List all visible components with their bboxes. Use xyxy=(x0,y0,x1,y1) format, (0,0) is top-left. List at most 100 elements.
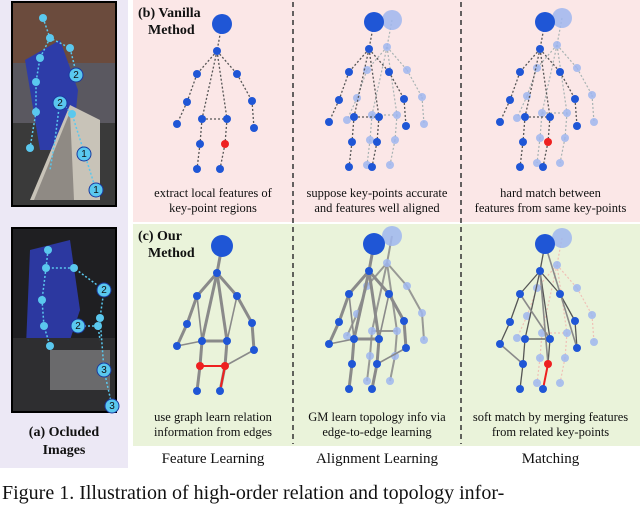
skeleton-edge xyxy=(421,312,425,341)
joint xyxy=(196,140,204,148)
caption-line: GM learn topology info via xyxy=(308,410,446,424)
joint xyxy=(365,267,373,275)
joint xyxy=(368,163,376,171)
skeleton-edge xyxy=(574,98,578,127)
skeleton-edge xyxy=(524,270,541,340)
relation-edge xyxy=(176,340,203,347)
skeleton-edge xyxy=(559,357,566,384)
skeleton-edge xyxy=(371,262,388,332)
skeleton-edge xyxy=(376,116,380,143)
skeleton-edge xyxy=(386,46,398,116)
joint xyxy=(183,320,191,328)
vanilla-label: (b) Vanilla Method xyxy=(138,5,201,39)
joint xyxy=(343,116,351,124)
joint xyxy=(198,115,206,123)
head-joint xyxy=(552,228,572,248)
skeleton-edge xyxy=(370,363,379,390)
skeleton-edge xyxy=(251,100,255,129)
skeleton-edge xyxy=(216,50,228,120)
relation-edge xyxy=(226,295,238,342)
caption-line: use graph learn relation xyxy=(154,410,272,424)
skeleton-edge xyxy=(386,46,408,71)
figure-caption: Figure 1. Illustration of high-order rel… xyxy=(2,482,505,504)
joint xyxy=(363,66,371,74)
skeleton-edge xyxy=(522,116,526,143)
joint xyxy=(368,327,376,335)
skeleton-edge xyxy=(367,270,391,295)
joint xyxy=(248,319,256,327)
joint xyxy=(193,387,201,395)
joint xyxy=(556,379,564,387)
caption-line: extract local features of xyxy=(154,186,272,200)
joint xyxy=(183,98,191,106)
joint xyxy=(345,385,353,393)
skeleton-edge xyxy=(536,137,541,164)
skeleton-edge xyxy=(386,262,408,287)
left-markers-bottom xyxy=(70,282,120,414)
vanilla-matching-skeleton xyxy=(496,8,598,171)
skeleton-edge xyxy=(176,101,188,125)
head-joint xyxy=(211,235,233,257)
vanilla-feature-skeleton xyxy=(173,14,258,173)
skeleton-edge xyxy=(591,314,595,343)
skeleton-edge xyxy=(195,272,219,297)
caption-line: features from same key-points xyxy=(474,201,627,215)
joint xyxy=(391,136,399,144)
joint xyxy=(516,163,524,171)
ours-label-line1: (c) Our xyxy=(138,229,182,244)
joint xyxy=(590,118,598,126)
joint xyxy=(325,118,333,126)
marker-top-4: 1 xyxy=(93,185,99,196)
marker-top-3: 1 xyxy=(81,149,87,160)
highlight-edge xyxy=(542,363,549,390)
skeleton-edge xyxy=(556,44,578,69)
skeleton-edge xyxy=(516,315,528,339)
ours-label-line2: Method xyxy=(148,246,195,261)
joint xyxy=(173,120,181,128)
joint xyxy=(573,344,581,352)
joint xyxy=(393,111,401,119)
skeleton-edge xyxy=(574,320,578,349)
joint xyxy=(506,318,514,326)
skeleton-edge xyxy=(539,332,543,359)
joint xyxy=(348,360,356,368)
marker-bottom-3: 3 xyxy=(101,365,107,376)
skeleton-edge xyxy=(200,272,219,342)
skeleton-edge xyxy=(352,270,371,340)
marker-top-1: 2 xyxy=(73,70,79,81)
joint xyxy=(403,66,411,74)
joint xyxy=(544,138,552,146)
joint xyxy=(506,96,514,104)
skeleton-edge xyxy=(519,48,541,73)
skeleton-edge xyxy=(216,50,238,75)
skeleton-edge xyxy=(556,264,568,334)
joint xyxy=(556,68,564,76)
relation-edge xyxy=(224,349,255,367)
skeleton-edge xyxy=(516,95,528,119)
skeleton-edge xyxy=(235,295,254,324)
skeleton-edge xyxy=(388,71,405,100)
skeleton-edge xyxy=(185,295,199,325)
skeleton-edge xyxy=(328,99,340,123)
joint xyxy=(386,161,394,169)
joint xyxy=(561,134,569,142)
highlight-edge xyxy=(219,365,226,392)
joint xyxy=(571,317,579,325)
joint xyxy=(250,124,258,132)
joint xyxy=(403,282,411,290)
joint xyxy=(248,97,256,105)
joint xyxy=(496,118,504,126)
skeleton-edge xyxy=(559,137,566,164)
joint xyxy=(216,387,224,395)
caption-line: hard match between xyxy=(500,186,601,200)
skeleton-edge xyxy=(369,330,373,357)
joint xyxy=(198,337,206,345)
joint xyxy=(368,385,376,393)
relation-edge xyxy=(378,293,390,340)
joint xyxy=(335,96,343,104)
joint xyxy=(366,352,374,360)
joint xyxy=(193,165,201,173)
skeleton-edge xyxy=(375,338,381,365)
joint xyxy=(375,335,383,343)
joint xyxy=(539,385,547,393)
